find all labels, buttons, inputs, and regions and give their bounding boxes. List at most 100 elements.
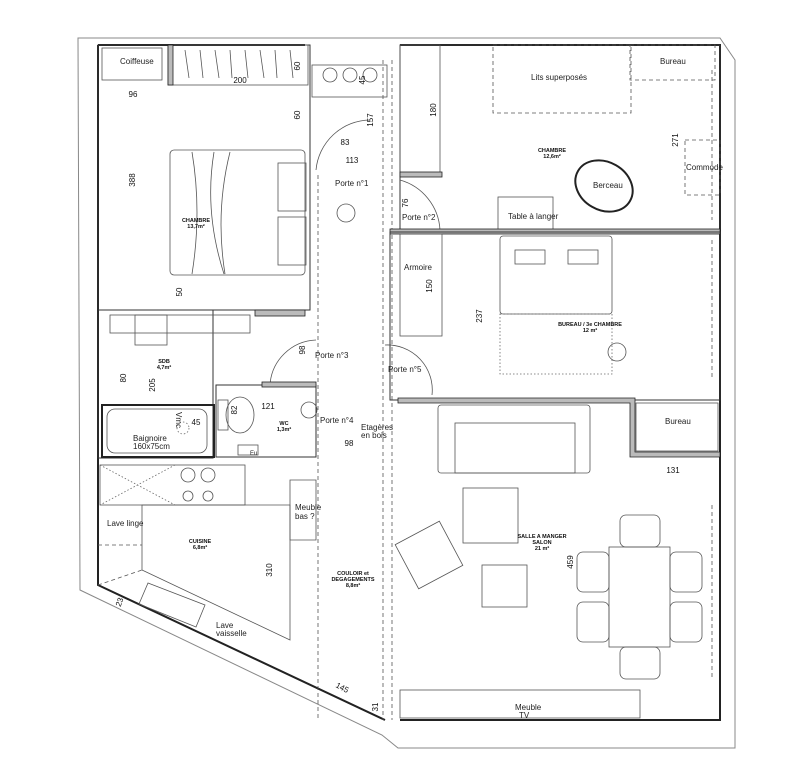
- wardrobe2-hatch: [399, 171, 443, 178]
- pillow: [514, 249, 546, 265]
- hob-burner: [182, 490, 194, 502]
- outer-wall: [77, 37, 736, 749]
- chair: [576, 551, 610, 593]
- bathtub-inner: [106, 408, 208, 454]
- water-heater: [237, 444, 259, 456]
- label-meuble-bas2: bas ?: [295, 512, 315, 521]
- door-arc: [269, 339, 317, 386]
- room-name-cuisine: CUISINE: [189, 539, 212, 545]
- room-name-sdb: SDB: [158, 359, 170, 365]
- chair: [669, 551, 703, 593]
- label-porte3: Porte n°3: [315, 351, 349, 360]
- label-porte5: Porte n°5: [388, 365, 422, 374]
- wc-wall: [215, 384, 317, 458]
- salon-wall: [397, 397, 721, 458]
- armchair: [394, 520, 464, 590]
- label-porte2: Porte n°2: [402, 213, 436, 222]
- desk-top: [629, 44, 716, 81]
- room-name-couloir: COULOIR et: [337, 571, 369, 577]
- double-bed: [499, 235, 613, 315]
- room-name2-couloir: DEGAGEMENTS: [331, 577, 374, 583]
- dimension-label: 180: [429, 103, 438, 117]
- hob-burner: [200, 467, 216, 483]
- dimension-label: 205: [148, 378, 157, 392]
- dimension-label: 60: [293, 110, 302, 119]
- bed: [169, 149, 306, 276]
- kitchen-counter-diag: [97, 544, 143, 586]
- dimension-label: 310: [265, 563, 274, 577]
- bunk-beds: [492, 44, 632, 114]
- door-arc: [384, 344, 433, 396]
- dimension-label: 50: [175, 287, 184, 296]
- label-meuble-bas: Meuble: [295, 503, 322, 512]
- bureau-room: [389, 231, 721, 401]
- label-meuble-tv2: TV: [519, 711, 530, 720]
- dimension-label: 98: [345, 439, 354, 448]
- label-berceau: Berceau: [593, 181, 623, 190]
- dimension-label: 96: [129, 90, 138, 99]
- coffee-table: [462, 487, 519, 544]
- sink-unit: [138, 582, 206, 628]
- chair: [576, 601, 610, 643]
- fixture: [322, 67, 338, 83]
- dimension-label: 45: [358, 75, 367, 84]
- sink: [134, 314, 168, 346]
- exterior-wall: [97, 44, 721, 721]
- label-table-langer: Table à langer: [508, 212, 559, 221]
- kitchen-counter: [99, 464, 246, 506]
- dimension-label: 60: [293, 61, 302, 70]
- dimension-label: 200: [233, 76, 247, 85]
- label-commode: Commode: [686, 163, 723, 172]
- wc-wall-hatch: [261, 381, 317, 388]
- room-area-chambre1: 13,7m²: [187, 223, 205, 230]
- commode: [684, 139, 721, 196]
- room-area-wc: 1,3m²: [277, 426, 292, 433]
- room-name-bureau: BUREAU / 3e CHAMBRE: [558, 322, 622, 328]
- label-armoire: Armoire: [404, 263, 433, 272]
- chair: [619, 646, 661, 680]
- label-lave-vaisselle: Lave: [216, 621, 234, 630]
- label-vmc: Vmc: [174, 412, 183, 428]
- toilet: [225, 396, 255, 434]
- room-area-cuisine: 6,8m²: [193, 544, 208, 551]
- dimension-label: 150: [425, 279, 434, 293]
- fixture: [342, 67, 358, 83]
- room-name-chambre1: CHAMBRE: [182, 218, 210, 224]
- label-lits: Lits superposés: [531, 73, 587, 82]
- label-porte1: Porte n°1: [335, 179, 369, 188]
- shoe-rack: [311, 64, 388, 98]
- dimension-label: 131: [666, 466, 680, 475]
- dimension-label: 98: [298, 345, 307, 354]
- label-baignoire-size: 160x75cm: [133, 442, 170, 451]
- tv-unit: [399, 689, 641, 719]
- rug: [499, 313, 613, 375]
- pillow: [567, 249, 599, 265]
- dimension-label: 237: [475, 309, 484, 323]
- label-etageres2: en bois: [361, 431, 387, 440]
- room-name-chambre2: CHAMBRE: [538, 148, 566, 154]
- dimension-label: 83: [341, 138, 350, 147]
- dimension-label: 45: [192, 418, 201, 427]
- label-etageres: Etagères: [361, 423, 393, 432]
- hob-burner: [180, 467, 196, 483]
- dimension-label: 76: [401, 198, 410, 207]
- person-icon: [336, 203, 356, 223]
- pillow: [277, 216, 307, 266]
- room-area-bureau: 12 m²: [583, 327, 598, 334]
- dimension-label: 121: [261, 402, 275, 411]
- dimension-label: 23: [114, 596, 126, 608]
- corridor-guide: [317, 60, 393, 720]
- dimension-label: 145: [334, 681, 350, 695]
- label-eu: Eu: [250, 451, 257, 457]
- kitchen-island: [141, 504, 291, 641]
- dimension-label: 82: [230, 405, 239, 414]
- armchair: [481, 564, 528, 608]
- label-lave-vaisselle2: vaisselle: [216, 629, 247, 638]
- dimension-label: 157: [366, 113, 375, 127]
- room-area-couloir: 8,8m²: [346, 582, 361, 589]
- label-coiffeuse: Coiffeuse: [120, 57, 154, 66]
- meuble-bas: [289, 479, 317, 541]
- chair: [619, 514, 661, 548]
- dimension-label: 113: [346, 156, 359, 165]
